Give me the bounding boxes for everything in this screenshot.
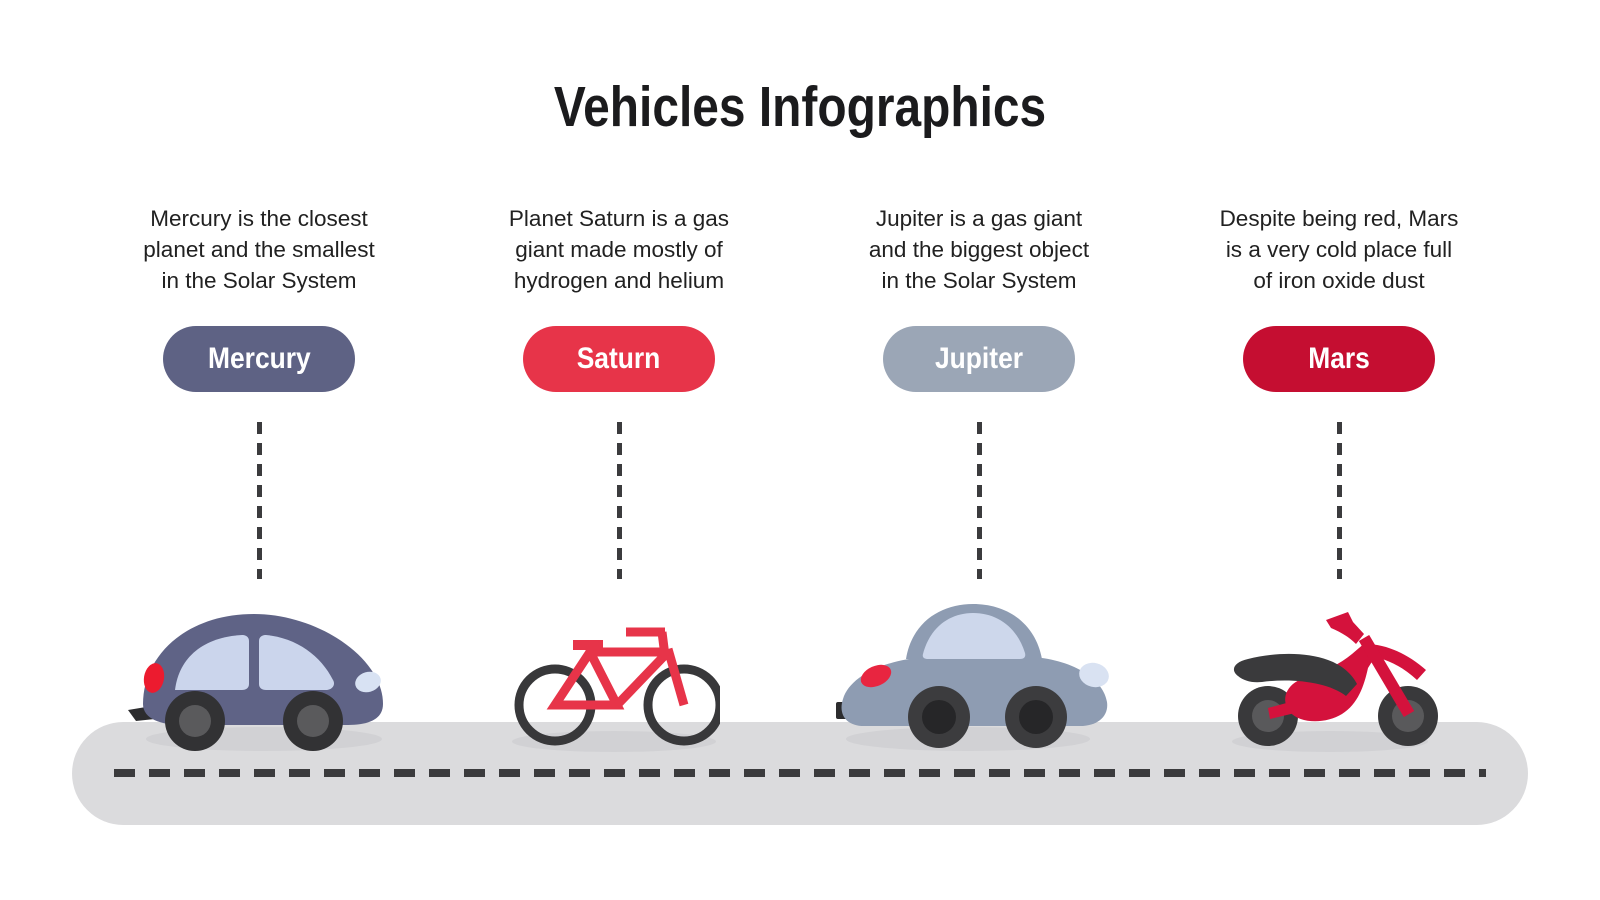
column-mercury: Mercury is the closest planet and the sm… <box>79 203 439 579</box>
columns-row: Mercury is the closest planet and the sm… <box>79 203 1519 579</box>
saturn-badge-label: Saturn <box>577 342 661 375</box>
mars-badge-label: Mars <box>1308 342 1370 375</box>
dashed-connector-line <box>616 422 622 579</box>
description-line: Mercury is the closest <box>150 206 368 231</box>
dashed-connector-line <box>1336 422 1342 579</box>
jupiter-badge: Jupiter <box>883 326 1075 392</box>
mercury-description: Mercury is the closest planet and the sm… <box>79 203 439 296</box>
dashed-connector-line <box>256 422 262 579</box>
mars-badge: Mars <box>1243 326 1435 392</box>
description-line: and the biggest object <box>868 237 1090 262</box>
mercury-badge-label: Mercury <box>207 342 311 375</box>
description-line: giant made mostly of <box>515 237 723 262</box>
car-icon <box>128 614 383 751</box>
jupiter-badge-label: Jupiter <box>934 342 1024 375</box>
description-line: Jupiter is a gas giant <box>875 206 1083 231</box>
description-line: of iron oxide dust <box>1253 268 1425 293</box>
column-mars: Despite being red, Mars is a very cold p… <box>1159 203 1519 579</box>
description-line: in the Solar System <box>881 268 1077 293</box>
road-center-dashed-line <box>114 769 1486 777</box>
mercury-badge: Mercury <box>163 326 355 392</box>
page-title: Vehicles Infographics <box>553 75 1047 139</box>
motorcycle-icon <box>1233 612 1438 746</box>
column-jupiter: Jupiter is a gas giant and the biggest o… <box>799 203 1159 579</box>
saturn-badge: Saturn <box>523 326 715 392</box>
bicycle-icon <box>514 627 720 746</box>
description-line: hydrogen and helium <box>513 268 725 293</box>
description-line: Planet Saturn is a gas <box>508 206 730 231</box>
dashed-connector-line <box>976 422 982 579</box>
mars-description: Despite being red, Mars is a very cold p… <box>1159 203 1519 296</box>
description-line: planet and the smallest <box>143 237 375 262</box>
description-line: is a very cold place full <box>1225 237 1453 262</box>
jupiter-description: Jupiter is a gas giant and the biggest o… <box>799 203 1159 296</box>
column-saturn: Planet Saturn is a gas giant made mostly… <box>439 203 799 579</box>
description-line: Despite being red, Mars <box>1219 206 1459 231</box>
description-line: in the Solar System <box>161 268 357 293</box>
car-icon <box>836 604 1109 748</box>
saturn-description: Planet Saturn is a gas giant made mostly… <box>439 203 799 296</box>
